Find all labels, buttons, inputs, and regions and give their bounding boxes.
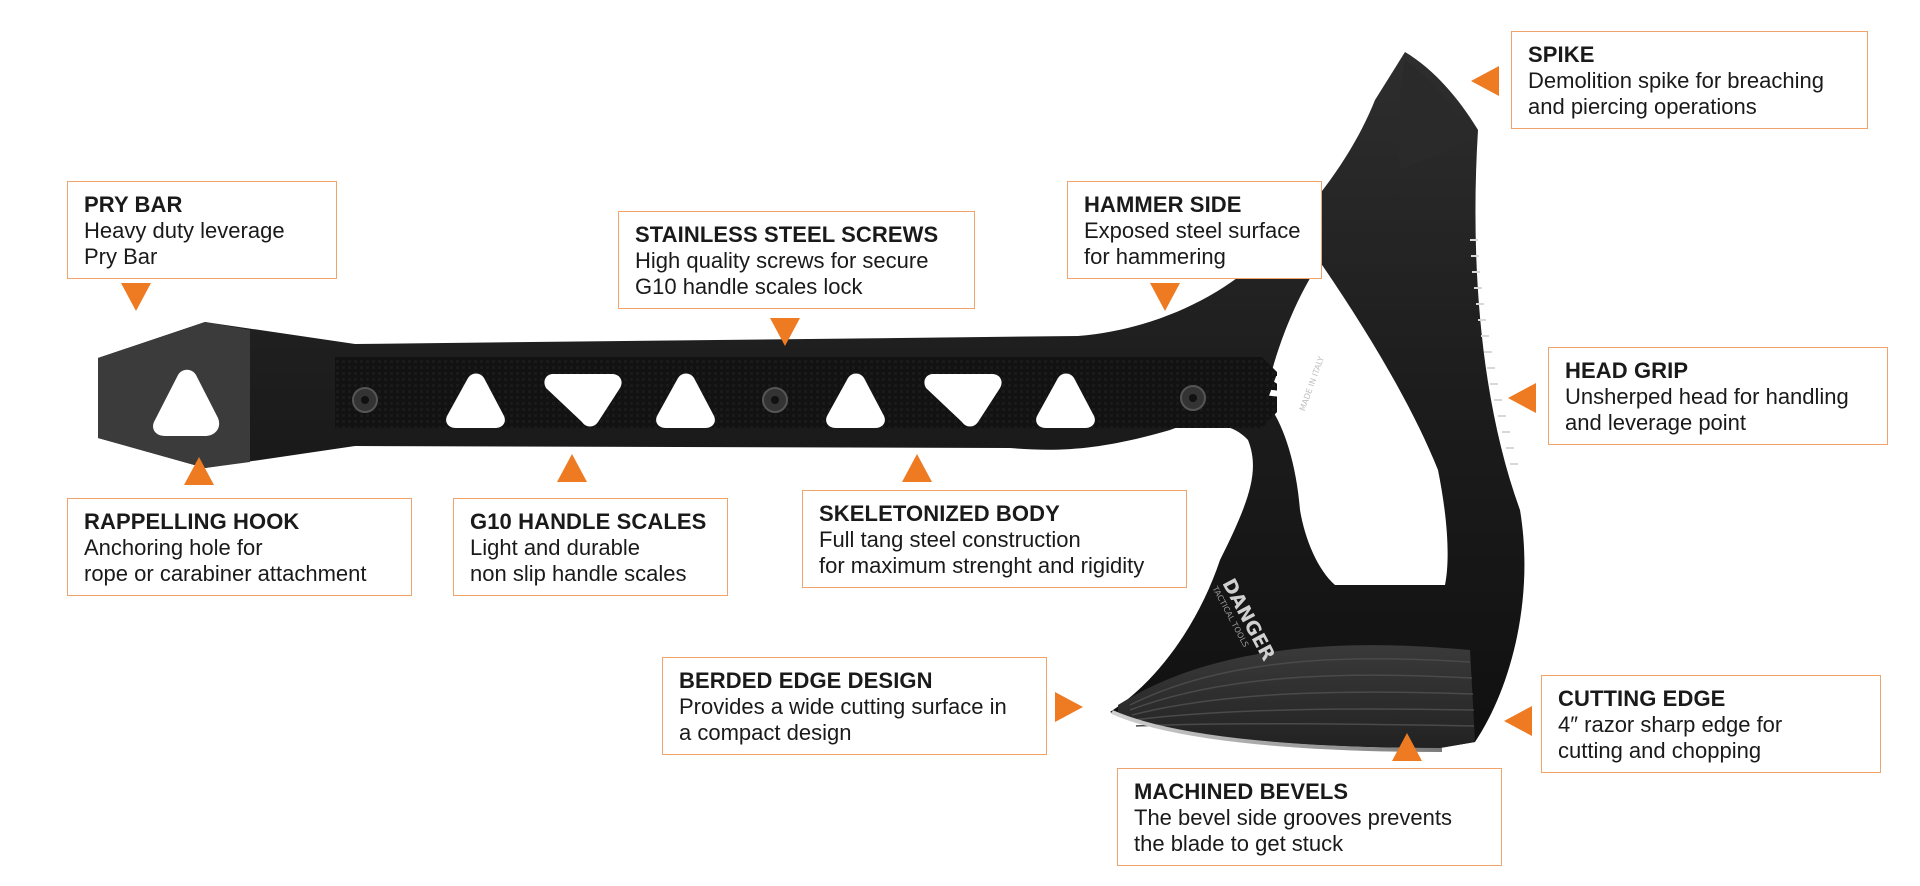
arrow-g10-handle-scales — [557, 454, 587, 482]
callout-title: SKELETONIZED BODY — [819, 501, 1060, 526]
callout-text: G10 handle scales lock — [635, 274, 863, 299]
callout-skeletonized-body: SKELETONIZED BODY Full tang steel constr… — [802, 490, 1187, 588]
callout-hammer-side: HAMMER SIDE Exposed steel surface for ha… — [1067, 181, 1322, 279]
callout-title: MACHINED BEVELS — [1134, 779, 1349, 804]
callout-text: cutting and chopping — [1558, 738, 1762, 763]
callout-title: PRY BAR — [84, 192, 183, 217]
arrow-pry-bar — [121, 283, 151, 311]
skeleton-holes — [446, 373, 1095, 428]
arrow-stainless-steel-screws — [770, 318, 800, 346]
callout-text: Heavy duty leverage — [84, 218, 285, 243]
callout-title: HAMMER SIDE — [1084, 192, 1242, 217]
arrow-skeletonized-body — [902, 454, 932, 482]
callout-title: RAPPELLING HOOK — [84, 509, 300, 534]
callout-text: Provides a wide cutting surface in — [679, 694, 1007, 719]
stainless-screws — [352, 385, 1206, 413]
rappelling-hook-hole — [153, 369, 220, 436]
callout-text: 4″ razor sharp edge for — [1558, 712, 1783, 737]
arrow-hammer-side — [1150, 283, 1180, 311]
arrow-cutting-edge — [1504, 706, 1532, 736]
head-window — [1265, 262, 1448, 585]
blade-bevel — [1118, 645, 1475, 748]
callout-text: Exposed steel surface — [1084, 218, 1301, 243]
callout-text: the blade to get stuck — [1134, 831, 1344, 856]
callout-g10-handle-scales: G10 HANDLE SCALES Light and durable non … — [453, 498, 728, 596]
callout-text: Full tang steel construction — [819, 527, 1081, 552]
callout-text: a compact design — [679, 720, 852, 745]
head-grip-serrations — [1470, 239, 1518, 465]
callout-title: BERDED EDGE DESIGN — [679, 668, 933, 693]
callout-title: STAINLESS STEEL SCREWS — [635, 222, 939, 247]
bevel-grooves — [1129, 657, 1475, 727]
callout-text: Unsherped head for handling — [1565, 384, 1849, 409]
arrow-head-grip — [1508, 383, 1536, 413]
callout-spike: SPIKE Demolition spike for breaching and… — [1511, 31, 1868, 129]
arrow-machined-bevels — [1392, 733, 1422, 761]
callout-text: rope or carabiner attachment — [84, 561, 367, 586]
callout-text: for maximum strenght and rigidity — [819, 553, 1145, 578]
callout-text: for hammering — [1084, 244, 1226, 269]
callout-text: and leverage point — [1565, 410, 1747, 435]
callout-head-grip: HEAD GRIP Unsherped head for handling an… — [1548, 347, 1888, 445]
callout-text: High quality screws for secure — [635, 248, 929, 273]
callout-title: CUTTING EDGE — [1558, 686, 1726, 711]
callout-stainless-steel-screws: STAINLESS STEEL SCREWS High quality scre… — [618, 211, 975, 309]
callout-text: Anchoring hole for — [84, 535, 263, 560]
arrow-rappelling-hook — [184, 457, 214, 485]
callout-text: Demolition spike for breaching — [1528, 68, 1824, 93]
callout-text: Light and durable — [470, 535, 641, 560]
callout-text: The bevel side grooves prevents — [1134, 805, 1452, 830]
callout-berded-edge-design: BERDED EDGE DESIGN Provides a wide cutti… — [662, 657, 1047, 755]
arrow-berded-edge-design — [1055, 692, 1083, 722]
callout-machined-bevels: MACHINED BEVELS The bevel side grooves p… — [1117, 768, 1502, 866]
arrow-spike — [1471, 66, 1499, 96]
callout-pry-bar: PRY BAR Heavy duty leverage Pry Bar — [67, 181, 337, 279]
callout-title: G10 HANDLE SCALES — [470, 509, 707, 534]
callout-text: non slip handle scales — [470, 561, 687, 586]
callout-text: Pry Bar — [84, 244, 158, 269]
callout-title: SPIKE — [1528, 42, 1595, 67]
callout-text: and piercing operations — [1528, 94, 1757, 119]
callout-rappelling-hook: RAPPELLING HOOK Anchoring hole for rope … — [67, 498, 412, 596]
callout-cutting-edge: CUTTING EDGE 4″ razor sharp edge for cut… — [1541, 675, 1881, 773]
callout-title: HEAD GRIP — [1565, 358, 1689, 383]
spike-bevel — [1397, 60, 1470, 170]
